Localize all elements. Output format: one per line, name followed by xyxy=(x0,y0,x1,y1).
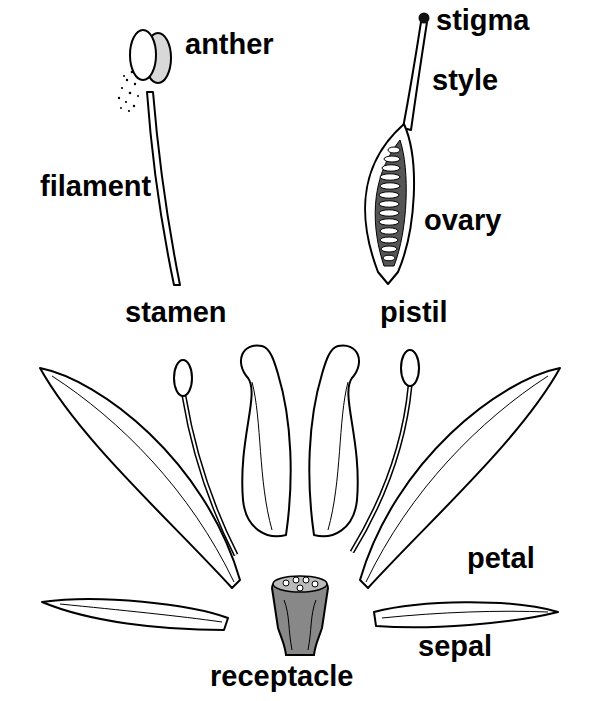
stamen-drawings xyxy=(174,350,419,555)
petal-drawings xyxy=(40,368,560,588)
anther-drawing xyxy=(401,350,419,386)
stamen-drawing xyxy=(118,30,180,285)
sepal-vein xyxy=(60,604,222,622)
style-drawing xyxy=(403,22,427,130)
part-label: petal xyxy=(467,542,535,574)
part-label: stigma xyxy=(436,4,529,36)
ovule-drawings xyxy=(379,147,400,261)
petal-vein xyxy=(366,376,548,582)
carpel-shade xyxy=(328,382,348,530)
receptacle-drawing xyxy=(272,576,328,655)
carpel-drawing xyxy=(241,345,291,536)
petal-drawing xyxy=(40,368,240,588)
sepal-vein xyxy=(382,611,548,618)
filament-drawing xyxy=(352,386,410,552)
part-label: ovary xyxy=(424,204,501,236)
filament-drawing xyxy=(147,92,180,285)
ovary-drawing xyxy=(365,124,414,284)
pollen-dots xyxy=(118,71,139,112)
part-label: anther xyxy=(185,28,274,60)
stigma-drawing xyxy=(419,13,430,24)
anther-drawing xyxy=(174,360,192,396)
carpel-drawings xyxy=(241,345,359,536)
filament-drawing xyxy=(352,386,410,552)
part-label: sepal xyxy=(418,630,492,662)
part-label: receptacle xyxy=(210,660,354,692)
carpel-shade xyxy=(252,382,272,530)
filament-drawing xyxy=(184,396,236,555)
part-label: stamen xyxy=(125,296,227,328)
part-label: style xyxy=(432,64,498,96)
part-label: filament xyxy=(40,170,151,202)
filament-drawing xyxy=(184,396,236,555)
pistil-drawing xyxy=(365,13,429,285)
anther-lobe xyxy=(130,30,156,80)
ovary-cavity xyxy=(375,140,406,266)
receptacle-shade xyxy=(284,600,316,650)
receptacle-scars xyxy=(283,577,318,591)
part-label: pistil xyxy=(380,296,448,328)
receptacle-top xyxy=(273,576,327,592)
carpel-drawing xyxy=(309,345,359,536)
sepal-drawing xyxy=(42,599,228,630)
sepal-drawing xyxy=(374,602,558,627)
